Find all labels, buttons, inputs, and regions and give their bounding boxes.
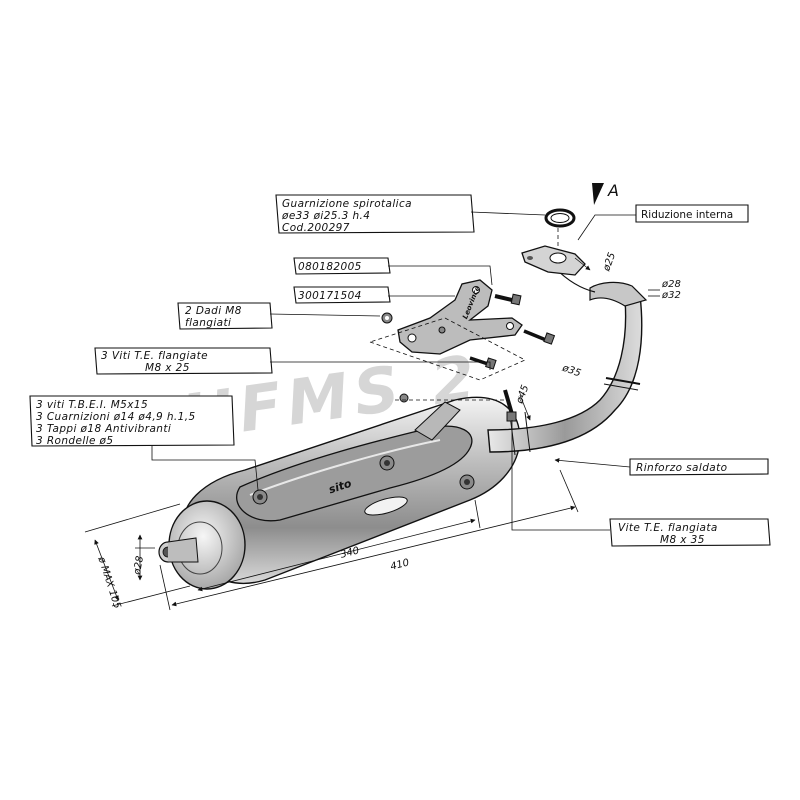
dim-pipe-mid: ø35	[560, 362, 582, 379]
view-marker-label: A	[607, 181, 619, 200]
dim-flange-bore: ø25	[601, 251, 618, 273]
callout-inner-reduction: Riduzione interna	[577, 204, 749, 241]
mounting-bracket: Leovince	[397, 279, 523, 355]
callout-gasket-line3: Cod.200297	[282, 222, 350, 234]
spiral-gasket	[544, 208, 576, 228]
callout-gasket: Guarnizione spirotalica øe33 øi25.3 h.4 …	[275, 194, 546, 234]
callout-weld-label: Rinforzo saldato	[636, 462, 727, 474]
callout-nuts-line1: 2 Dadi M8	[185, 305, 242, 317]
callout-part-a-label: 080182005	[298, 261, 362, 273]
dim-can-length: 340	[339, 545, 360, 560]
assembly-lines	[368, 228, 559, 401]
bolts	[381, 293, 556, 422]
callout-screws-m8x25-line2: M8 x 25	[145, 362, 190, 374]
callout-nuts-line2: flangiati	[185, 317, 231, 329]
callout-part-b-label: 300171504	[298, 290, 362, 302]
dim-pipe-inner: ø28	[661, 279, 681, 290]
callout-screw-m8x35-line1: Vite T.E. flangiata	[618, 522, 718, 534]
callout-screws-m8x25: 3 Viti T.E. flangiate M8 x 25	[94, 347, 491, 375]
callout-weld: Rinforzo saldato	[554, 458, 769, 476]
callout-kit: 3 viti T.B.E.I. M5x15 3 Cuarnizioni ø14 …	[29, 395, 259, 491]
view-marker: A	[592, 181, 619, 205]
callout-part-a: 080182005	[293, 257, 493, 286]
exhaust-flange	[521, 245, 586, 276]
callout-kit-line2: 3 Cuarnizioni ø14 ø4,9 h.1,5	[36, 411, 196, 423]
callout-nuts: 2 Dadi M8 flangiati	[177, 302, 381, 330]
dim-overall-length: 410	[389, 557, 410, 572]
callout-kit-line4: 3 Rondelle ø5	[36, 435, 113, 447]
callout-inner-reduction-label: Riduzione interna	[641, 209, 733, 221]
callout-kit-line3: 3 Tappi ø18 Antivibranti	[36, 423, 171, 435]
dim-max-diameter: ø MAX 105	[95, 555, 122, 611]
callout-kit-line1: 3 viti T.B.E.I. M5x15	[36, 399, 148, 411]
dim-pipe-outer: ø32	[661, 290, 681, 301]
callout-screws-m8x25-line1: 3 Viti T.E. flangiate	[101, 350, 208, 362]
dim-bend: ø45	[514, 384, 531, 406]
callout-screw-m8x35: Vite T.E. flangiata M8 x 35	[511, 420, 771, 547]
callout-screw-m8x35-line2: M8 x 35	[660, 534, 705, 546]
can-mount-tab	[414, 401, 461, 441]
dimension-lines	[84, 257, 660, 611]
callout-gasket-line2: øe33 øi25.3 h.4	[281, 210, 370, 222]
dim-tailpipe: ø28	[132, 555, 146, 576]
tailpipe-outlet	[158, 537, 199, 563]
callout-gasket-line1: Guarnizione spirotalica	[282, 198, 412, 210]
callout-part-b: 300171504	[293, 286, 455, 304]
